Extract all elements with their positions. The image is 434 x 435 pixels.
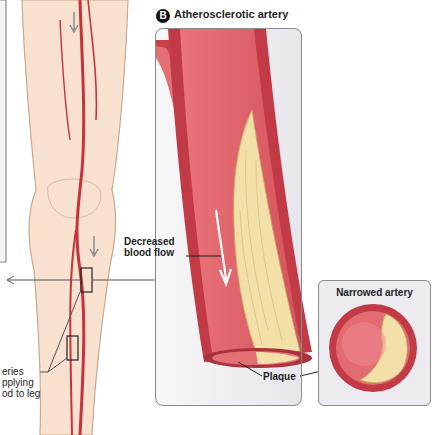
artery-ring (329, 304, 417, 392)
zoom-leader (92, 280, 155, 281)
label-leader (238, 362, 262, 376)
panel-title: Atherosclerotic artery (174, 8, 288, 21)
inset-title: Narrowed artery (319, 287, 430, 299)
leg-artery-branch (70, 230, 76, 435)
inset-box: Narrowed artery (318, 280, 431, 406)
callout-label: Plaque (263, 371, 303, 382)
zoom-leader (7, 276, 81, 284)
cropped-panel-edge (0, 0, 6, 262)
plaque (234, 110, 300, 357)
leg-outline (22, 0, 128, 435)
artery-wall (168, 29, 312, 362)
panel-frame: Atherosclerotic artery (155, 28, 302, 406)
narrowed-lumen (342, 322, 386, 366)
leg-artery (77, 0, 84, 435)
panel-letter: B (156, 9, 170, 23)
panel-badge: B (156, 9, 170, 23)
artery-lumen (180, 29, 302, 360)
inset-background (318, 280, 431, 406)
leg-label: eries pplying od to leg (2, 366, 44, 399)
artery-cross-section (204, 348, 312, 368)
flow-arrow (70, 12, 78, 32)
artery-inner-wall (336, 311, 410, 385)
leg-artery-branch (60, 20, 70, 140)
knee-contour (48, 179, 101, 218)
leg-artery-branch (88, 0, 96, 120)
plaque-texture (240, 150, 282, 345)
label-leader (186, 256, 221, 257)
zoom-marker (67, 336, 78, 360)
callout-label: Decreased blood flow (124, 236, 184, 258)
plaque-cross-section (256, 352, 299, 364)
flow-arrow (90, 236, 98, 256)
label-leader (40, 292, 80, 372)
artery-cross-section-lumen (212, 351, 300, 365)
zoom-marker (81, 268, 92, 292)
flow-arrow (216, 210, 231, 284)
